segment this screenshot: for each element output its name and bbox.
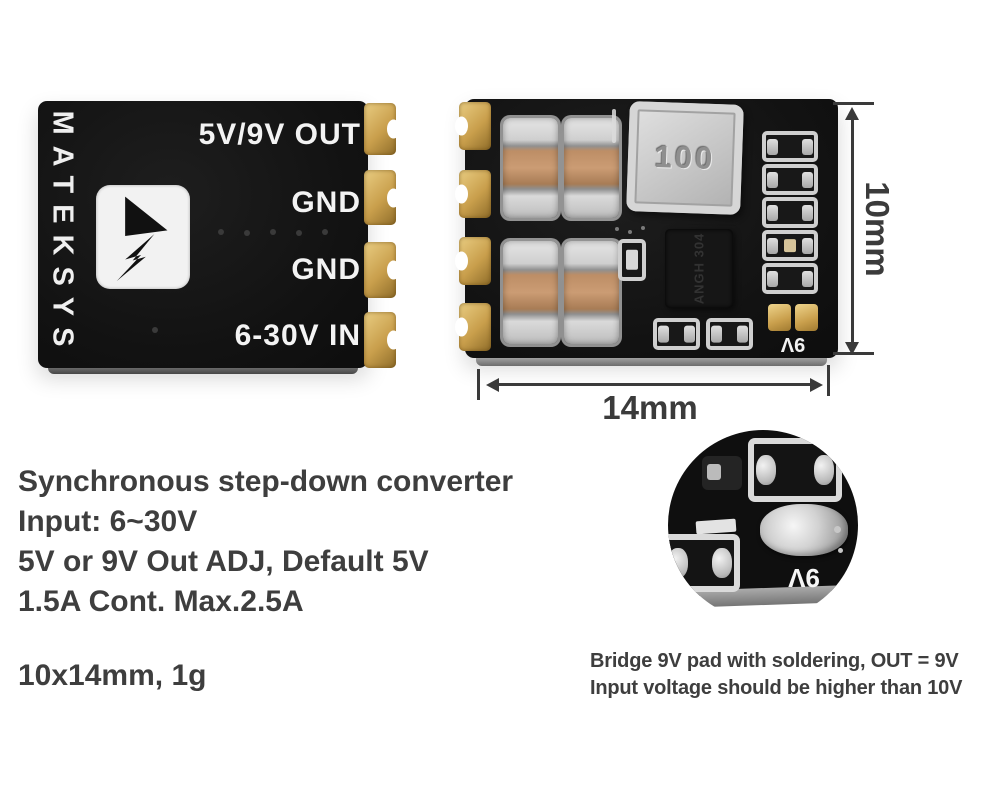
inductor: 100 xyxy=(626,101,744,215)
solder-end xyxy=(767,171,778,188)
caption-line-input: Input voltage should be higher than 10V xyxy=(590,677,963,699)
component-body xyxy=(784,238,796,253)
castellated-pad xyxy=(459,170,491,218)
solder-bridge-blob xyxy=(760,504,848,556)
inset-caption: Bridge 9V pad with soldering, OUT = 9V I… xyxy=(590,648,962,702)
brand-text: MATEKSYS xyxy=(46,110,79,358)
arrowhead-down xyxy=(845,342,859,355)
spec-line-output: 5V or 9V Out ADJ, Default 5V xyxy=(18,545,429,578)
smd-resistor xyxy=(762,263,818,294)
dimension-label-height: 10mm xyxy=(859,181,896,277)
smd-resistor xyxy=(762,164,818,195)
solder-pad xyxy=(668,548,688,578)
size-weight-text: 10x14mm, 1g xyxy=(18,659,207,692)
solder-end xyxy=(802,237,813,254)
ceramic-capacitor xyxy=(564,241,619,344)
dimension-line-horizontal xyxy=(497,383,812,386)
component-body xyxy=(626,249,638,271)
inset-smd-component xyxy=(668,534,740,592)
castellated-pad xyxy=(364,103,396,155)
castellated-pad xyxy=(459,303,491,351)
via-dot xyxy=(218,229,224,235)
via-dot xyxy=(270,229,276,235)
via-dot xyxy=(244,230,250,236)
pin-label-gnd-1: GND xyxy=(291,186,361,219)
smd-component xyxy=(653,318,700,350)
solder-end xyxy=(767,204,778,221)
via-dot xyxy=(615,227,619,231)
solder-end xyxy=(711,325,722,343)
dimension-label-width: 14mm xyxy=(602,389,698,426)
dimension-line-vertical xyxy=(851,117,854,345)
castellated-pad xyxy=(459,102,491,150)
solder-end xyxy=(767,237,778,254)
solder-speck xyxy=(838,548,843,553)
solder-end xyxy=(684,325,695,343)
ceramic-capacitor xyxy=(564,118,619,218)
inset-partial-component xyxy=(702,456,742,490)
9v-pad-closeup-inset: 9V xyxy=(668,430,858,620)
spec-line-input: Input: 6~30V xyxy=(18,505,198,538)
mateksys-lightning-logo xyxy=(96,185,190,289)
solder-end xyxy=(737,325,748,343)
pin-label-in: 6-30V IN xyxy=(234,319,361,352)
smd-resistor xyxy=(762,131,818,162)
inset-silkscreen-mark xyxy=(695,518,737,535)
solder-end xyxy=(658,325,669,343)
via-dot xyxy=(628,230,632,234)
via-dot xyxy=(152,327,158,333)
dimension-tick xyxy=(833,102,874,105)
smd-resistor xyxy=(762,230,818,261)
arrowhead-left xyxy=(486,378,499,392)
solder-pad xyxy=(712,548,732,578)
castellated-pad xyxy=(364,312,396,368)
smd-resistor xyxy=(762,197,818,228)
inset-9v-label: 9V xyxy=(788,563,820,593)
via-dot xyxy=(641,226,645,230)
board-side-edge xyxy=(47,368,359,374)
solder-pad xyxy=(814,455,834,485)
solder-end xyxy=(802,138,813,155)
inductor-marking: 100 xyxy=(654,138,716,177)
pcb-back-view: MATEKSYS 5V/9V OUT GND GND 6-30V IN xyxy=(38,101,396,374)
solder-speck xyxy=(834,526,841,533)
caption-line-bridge: Bridge 9V pad with soldering, OUT = 9V xyxy=(590,650,959,672)
ceramic-capacitor xyxy=(503,241,558,344)
solder-pad xyxy=(756,455,776,485)
solder-end xyxy=(767,270,778,287)
dimension-tick xyxy=(477,369,480,400)
pin-label-out: 5V/9V OUT xyxy=(198,118,361,151)
solder-end xyxy=(767,138,778,155)
regulator-ic: ANGH 304 xyxy=(665,229,733,308)
castellated-pad xyxy=(364,170,396,225)
arrowhead-right xyxy=(810,378,823,392)
pcb-front-view: 100 ANGH 304 xyxy=(459,99,838,366)
dimension-tick xyxy=(827,365,830,396)
arrowhead-up xyxy=(845,107,859,120)
small-capacitor xyxy=(618,239,646,281)
pin-label-gnd-2: GND xyxy=(291,253,361,286)
jumper-pad-9v xyxy=(768,304,791,331)
solder-pad xyxy=(707,464,721,480)
ic-marking: ANGH 304 xyxy=(691,232,707,305)
lightning-bolt-icon xyxy=(116,196,168,282)
spec-line-current: 1.5A Cont. Max.2.5A xyxy=(18,585,304,618)
solder-end xyxy=(802,270,813,287)
dimension-tick xyxy=(833,352,874,355)
spec-text-block: Synchronous step-down converter Input: 6… xyxy=(18,462,513,622)
via-dot xyxy=(322,229,328,235)
silkscreen-line xyxy=(612,109,616,143)
ceramic-capacitor xyxy=(503,118,558,218)
board-side-edge xyxy=(476,358,827,366)
jumper-pad-9v xyxy=(795,304,818,331)
solder-end xyxy=(802,204,813,221)
inset-smd-component xyxy=(748,438,842,502)
castellated-pad xyxy=(364,242,396,298)
smd-component xyxy=(706,318,753,350)
spec-line-title: Synchronous step-down converter xyxy=(18,465,514,498)
silkscreen-9v-label: 9V xyxy=(780,333,806,355)
castellated-pad xyxy=(459,237,491,285)
via-dot xyxy=(296,230,302,236)
solder-end xyxy=(802,171,813,188)
